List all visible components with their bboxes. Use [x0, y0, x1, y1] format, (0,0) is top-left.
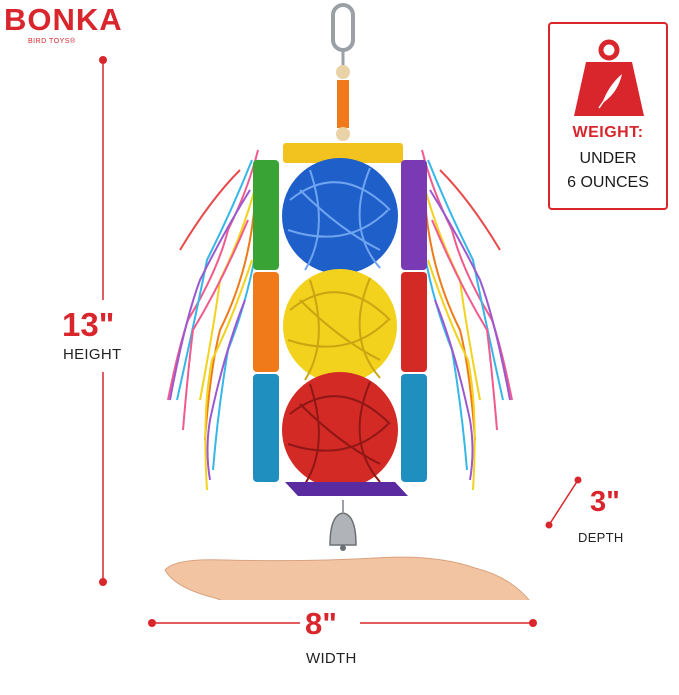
brand-tagline: BIRD TOYS®	[28, 38, 76, 45]
shredded-paper-right	[419, 149, 513, 491]
weight-card: WEIGHT: UNDER 6 OUNCES	[548, 22, 668, 210]
width-label: WIDTH	[306, 650, 357, 667]
lower-bead	[336, 127, 350, 141]
width-value: 8"	[305, 606, 337, 641]
brand-name: BONKA	[4, 2, 123, 37]
bottom-block	[285, 482, 408, 496]
bell-icon	[329, 500, 357, 551]
depth-line	[548, 479, 579, 526]
product-illustration	[164, 3, 530, 600]
weight-title: WEIGHT:	[572, 124, 644, 141]
width-line-right-dot	[529, 619, 537, 627]
height-value: 13"	[62, 306, 115, 343]
orange-tube	[337, 80, 349, 128]
width-line-left-dot	[148, 619, 156, 627]
right-block-teal	[401, 374, 427, 482]
top-block	[283, 143, 403, 163]
brand-logo: BONKA BIRD TOYS®	[4, 2, 154, 52]
hand	[164, 556, 530, 600]
right-block-red	[401, 272, 427, 372]
weight-line-1: UNDER	[579, 150, 637, 167]
depth-label: DEPTH	[578, 530, 624, 545]
blue-wicker-ball	[282, 158, 398, 274]
left-block-orange	[253, 272, 279, 372]
shredded-paper-left	[167, 149, 261, 491]
depth-line-bottom-dot	[545, 521, 553, 529]
red-wicker-ball	[282, 372, 398, 488]
weight-icon	[574, 39, 644, 116]
carabiner-hook	[331, 3, 355, 66]
weight-line-2: 6 OUNCES	[567, 174, 649, 191]
left-block-green	[253, 160, 279, 270]
height-label: HEIGHT	[63, 346, 122, 363]
height-line-top-dot	[99, 56, 107, 64]
height-line-bottom-dot	[99, 578, 107, 586]
yellow-wicker-ball	[283, 269, 397, 383]
top-bead	[336, 65, 350, 79]
left-block-teal	[253, 374, 279, 482]
depth-value: 3"	[590, 486, 620, 518]
right-block-purple	[401, 160, 427, 270]
depth-line-top-dot	[574, 476, 582, 484]
